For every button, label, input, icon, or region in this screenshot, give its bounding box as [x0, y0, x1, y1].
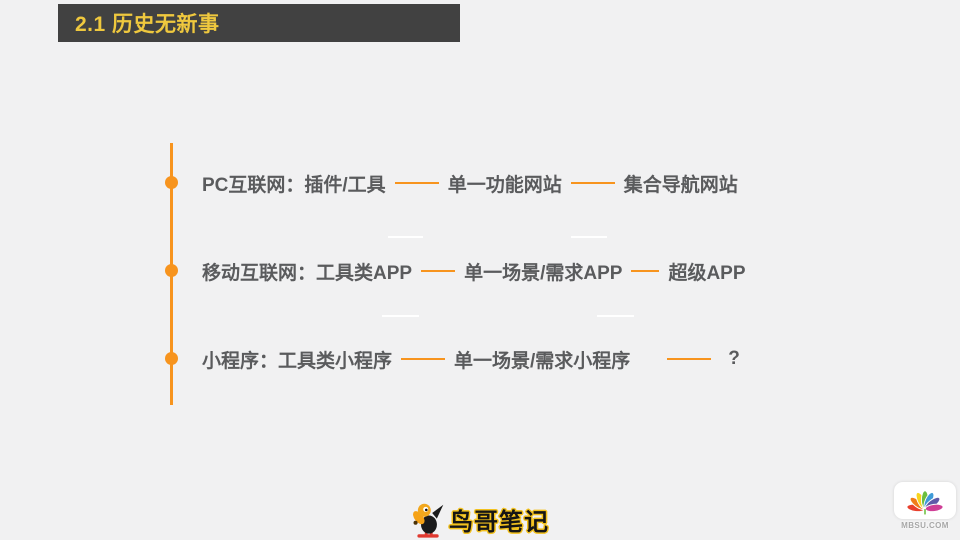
timeline-item: 小程序：工具类小程序 [202, 350, 393, 372]
slide-header-bar: 2.1 历史无新事 [58, 4, 460, 42]
timeline-item: 单一场景/需求小程序 [454, 350, 631, 372]
connector-dash [401, 358, 446, 360]
toucan-mascot-icon [413, 503, 444, 538]
timeline-bullet [165, 352, 178, 365]
timeline-item: 单一场景/需求APP [464, 262, 623, 284]
connector-dash [421, 270, 456, 272]
timeline-bullet [165, 176, 178, 189]
timeline-item: 单一功能网站 [447, 174, 562, 196]
faint-connector-dash [571, 236, 607, 238]
connector-dash [394, 182, 439, 184]
peacock-logo-icon [906, 490, 944, 515]
timeline-row-pc-internet: PC互联网：插件/工具 单一功能网站 集合导航网站 [202, 170, 738, 196]
footer-brand-logo: 鸟哥笔记 [411, 501, 549, 538]
faint-connector-dash [382, 315, 419, 317]
connector-dash [570, 182, 615, 184]
page-title: 2.1 历史无新事 [75, 13, 220, 36]
timeline-bullet [165, 264, 178, 277]
timeline-row-mini-program: 小程序：工具类小程序 单一场景/需求小程序 ? [202, 346, 740, 372]
timeline-item: 移动互联网：工具类APP [202, 262, 413, 284]
timeline-item: ? [728, 348, 740, 369]
faint-connector-dash [597, 315, 634, 317]
timeline-item: 集合导航网站 [623, 174, 738, 196]
timeline-item: 超级APP [668, 262, 746, 284]
timeline-row-mobile-internet: 移动互联网：工具类APP 单一场景/需求APP 超级APP [202, 258, 746, 284]
connector-dash [631, 270, 660, 272]
peacock-logo-card [894, 482, 956, 519]
watermark-text: MBSU.COM [901, 521, 949, 530]
connector-dash [667, 358, 712, 360]
footer-brand-text: 鸟哥笔记 [449, 509, 549, 537]
faint-connector-dash [388, 236, 423, 238]
timeline-item: PC互联网：插件/工具 [202, 174, 386, 196]
corner-watermark: MBSU.COM [893, 482, 957, 530]
